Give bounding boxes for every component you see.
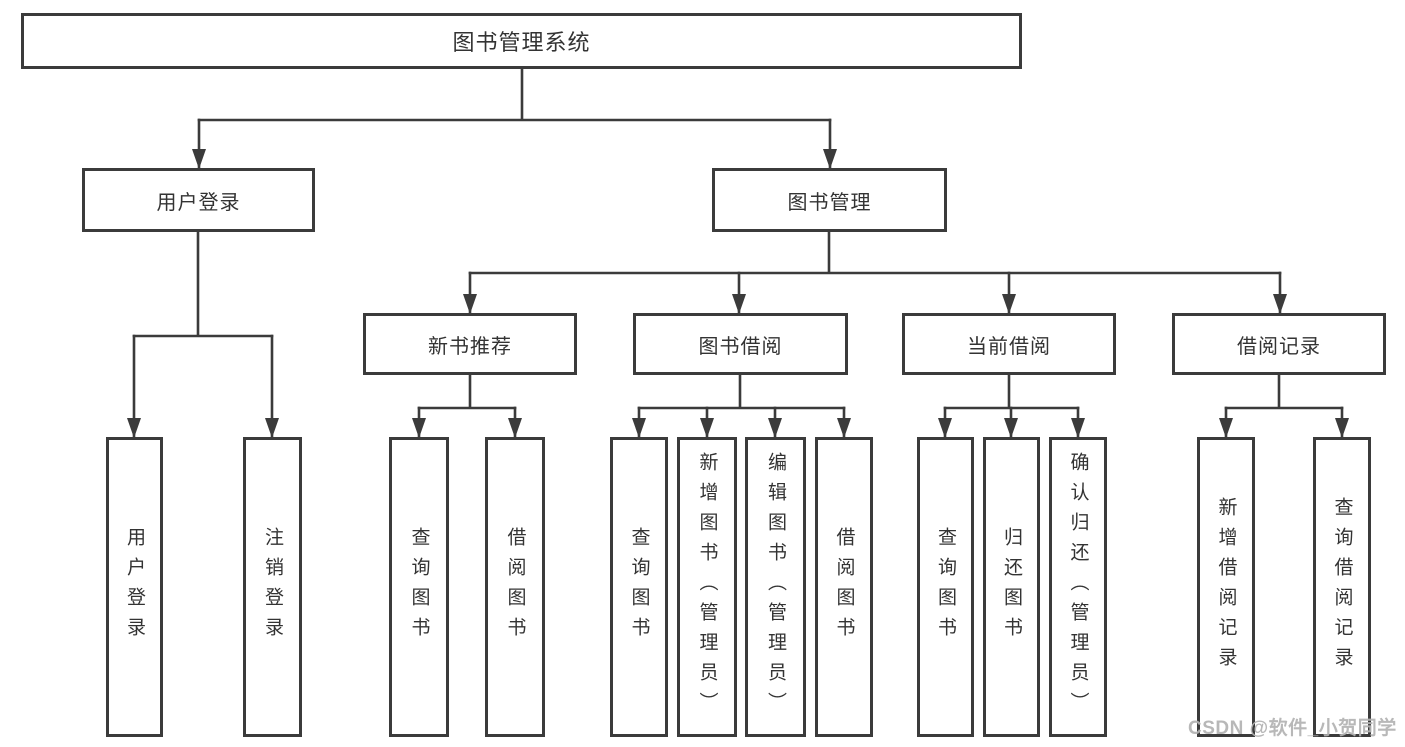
leaf-edit-books-admin-label: 编辑图书（管理员） — [765, 452, 786, 722]
leaf-query-books-current-label: 查询图书 — [935, 527, 956, 647]
leaf-query-books-recommend-label: 查询图书 — [408, 527, 430, 647]
node-borrow-records-label: 借阅记录 — [1237, 335, 1321, 358]
node-borrow-records: 借阅记录 — [1172, 313, 1386, 375]
leaf-return-books: 归还图书 — [983, 437, 1040, 737]
wire-current-split — [943, 373, 1080, 410]
leaf-query-books-borrow: 查询图书 — [610, 437, 668, 737]
node-user-login-label: 用户登录 — [156, 191, 241, 214]
leaf-edit-books-admin: 编辑图书（管理员） — [745, 437, 806, 737]
node-user-login: 用户登录 — [82, 168, 315, 232]
leaf-confirm-return-admin-label: 确认归还（管理员） — [1067, 452, 1089, 722]
leaf-borrow-books-label: 借阅图书 — [833, 527, 855, 647]
node-book-borrow: 图书借阅 — [633, 313, 848, 375]
wire-records-split — [1224, 373, 1344, 410]
leaf-query-borrow-record: 查询借阅记录 — [1313, 437, 1371, 737]
wire-root-split — [197, 66, 832, 122]
wire-userlogin-split — [132, 230, 274, 338]
node-current-borrow-label: 当前借阅 — [967, 335, 1051, 358]
leaf-logout-label: 注销登录 — [262, 527, 283, 647]
leaf-query-books-borrow-label: 查询图书 — [628, 527, 650, 647]
node-book-management: 图书管理 — [712, 168, 947, 232]
leaf-add-books-admin: 新增图书（管理员） — [677, 437, 737, 737]
leaf-user-login: 用户登录 — [106, 437, 163, 737]
wire-borrow-split — [637, 373, 846, 410]
leaf-add-books-admin-label: 新增图书（管理员） — [696, 452, 718, 722]
leaf-query-books-recommend: 查询图书 — [389, 437, 449, 737]
leaf-user-login-label: 用户登录 — [124, 527, 145, 647]
node-new-book-recommend: 新书推荐 — [363, 313, 577, 375]
node-root-label: 图书管理系统 — [452, 30, 591, 55]
leaf-query-books-current: 查询图书 — [917, 437, 974, 737]
leaf-confirm-return-admin: 确认归还（管理员） — [1049, 437, 1107, 737]
leaf-borrow-books-recommend-label: 借阅图书 — [504, 527, 526, 647]
wire-newbook-split — [417, 373, 517, 410]
leaf-return-books-label: 归还图书 — [1001, 527, 1022, 647]
node-current-borrow: 当前借阅 — [902, 313, 1116, 375]
node-book-management-label: 图书管理 — [787, 191, 872, 214]
node-new-book-recommend-label: 新书推荐 — [428, 335, 512, 358]
node-root-system: 图书管理系统 — [21, 13, 1022, 69]
watermark: CSDN @软件_小贺同学 — [1188, 718, 1397, 739]
node-book-borrow-label: 图书借阅 — [698, 335, 783, 358]
wire-bookmgmt-split — [468, 230, 1282, 275]
leaf-query-borrow-record-label: 查询借阅记录 — [1331, 497, 1353, 677]
leaf-logout: 注销登录 — [243, 437, 302, 737]
leaf-add-borrow-record-label: 新增借阅记录 — [1215, 497, 1237, 677]
leaf-borrow-books-recommend: 借阅图书 — [485, 437, 545, 737]
leaf-add-borrow-record: 新增借阅记录 — [1197, 437, 1255, 737]
leaf-borrow-books: 借阅图书 — [815, 437, 873, 737]
